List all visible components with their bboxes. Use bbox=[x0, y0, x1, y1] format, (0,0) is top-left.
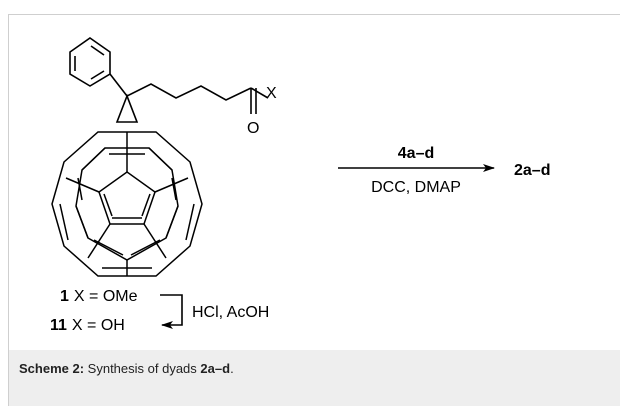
hydrolysis-arrow bbox=[160, 294, 183, 329]
carbonyl-oxygen-label: O bbox=[247, 120, 259, 137]
cyclopropane-ring bbox=[115, 93, 139, 123]
hydrolysis-reagents-label: HCl, AcOH bbox=[192, 304, 269, 321]
compound-11-text: X = OH bbox=[72, 317, 125, 334]
caption-description: Synthesis of dyads bbox=[87, 361, 197, 376]
substituent-x-label: X bbox=[266, 85, 277, 102]
compound-1-number: 1 bbox=[60, 288, 69, 305]
butanoate-chain bbox=[126, 83, 269, 114]
compound-1-label: 1 X = OMe bbox=[60, 288, 138, 305]
arrow-conditions-label: DCC, DMAP bbox=[371, 179, 461, 196]
compound-11-number: 11 bbox=[50, 317, 67, 334]
caption-label: Scheme 2: bbox=[19, 361, 85, 376]
product-label: 2a–d bbox=[514, 162, 550, 179]
compound-11-label: 11 X = OH bbox=[50, 317, 125, 334]
fullerene-cage bbox=[51, 131, 203, 277]
caption-compound-ref: 2a–d bbox=[200, 361, 231, 376]
phenyl-ring bbox=[69, 37, 111, 87]
caption-text: Scheme 2: Synthesis of dyads 2a–d. bbox=[19, 361, 234, 376]
compound-1-text: X = OMe bbox=[74, 288, 138, 305]
arrow-reagent-label: 4a–d bbox=[398, 145, 434, 162]
scheme-caption: Scheme 2: Synthesis of dyads 2a–d. bbox=[8, 350, 620, 406]
phenyl-bond bbox=[109, 73, 128, 97]
caption-period: . bbox=[230, 361, 234, 376]
